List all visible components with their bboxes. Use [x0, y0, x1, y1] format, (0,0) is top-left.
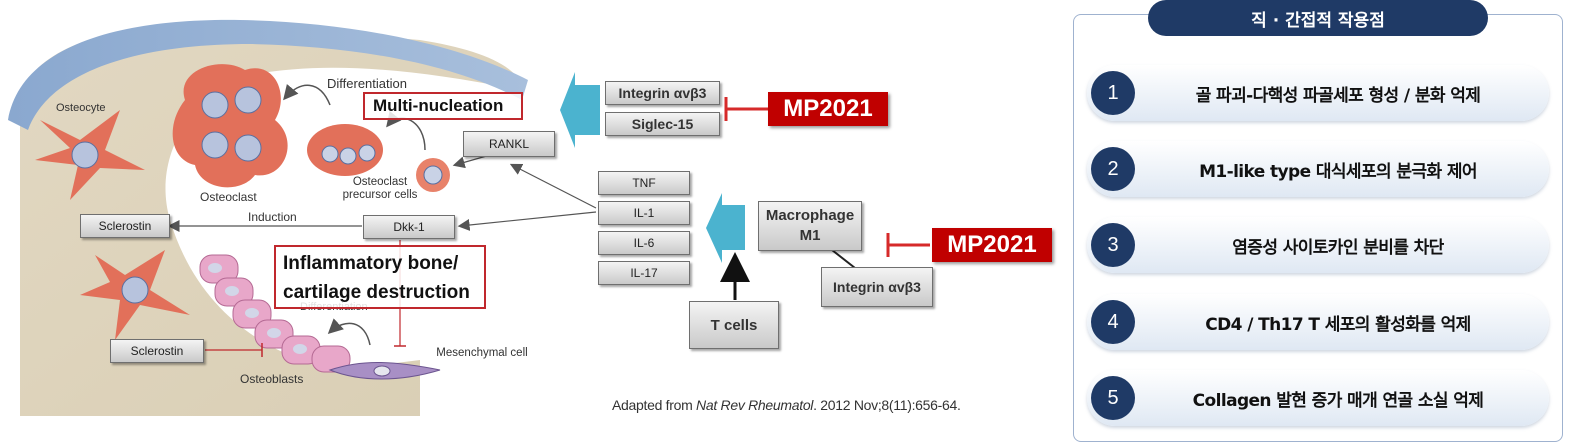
box-sclerostin-top: Sclerostin [80, 214, 170, 238]
label-osteocyte: Osteocyte [56, 102, 106, 114]
cartilage-shape [8, 19, 528, 130]
citation-prefix: Adapted from [612, 397, 697, 413]
item-text-5: Collagen 발현 증가 매개 연골 소실 억제 [1192, 390, 1484, 411]
action-item-1: 1 골 파괴-다핵성 파골세포 형성 / 분화 억제 [1087, 65, 1549, 121]
arrow-precursor [386, 110, 426, 151]
box-sclerostin-bottom: Sclerostin [110, 339, 204, 363]
bone-diagram [8, 19, 930, 417]
box-il17: IL-17 [598, 261, 690, 285]
item-number-3: 3 [1091, 223, 1135, 267]
osteoclast-cell [172, 64, 288, 188]
osteocyte-cell-bottom [80, 250, 190, 340]
box-macrophage-m1: Macrophage M1 [758, 201, 862, 251]
label-differentiation-top: Differentiation [327, 76, 407, 91]
mp2021-badge-bottom: MP2021 [932, 228, 1052, 262]
item-number-5: 5 [1091, 376, 1135, 420]
box-tcells: T cells [689, 301, 779, 349]
box-il1: IL-1 [598, 201, 690, 225]
item-number-2: 2 [1091, 147, 1135, 191]
arrow-diff-top [283, 83, 331, 106]
mp2021-badge-top: MP2021 [768, 92, 888, 126]
callout-inflammatory: Inflammatory bone/ cartilage destruction [274, 245, 486, 309]
teal-arrow-bottom [706, 193, 745, 263]
callout-multi-nucleation: Multi-nucleation [363, 92, 523, 120]
action-item-5: 5 Collagen 발현 증가 매개 연골 소실 억제 [1087, 370, 1549, 426]
osteocyte-cell-top [35, 110, 145, 200]
precursor-single [416, 158, 450, 192]
osteoblast-chain [199, 254, 351, 373]
item-number-1: 1 [1091, 71, 1135, 115]
citation-journal: Nat Rev Rheumatol [696, 397, 814, 413]
mesenchymal-cell [328, 362, 441, 380]
item-text-3: 염증성 사이토카인 분비를 차단 [1232, 237, 1444, 258]
arrow-il-rankl [509, 163, 597, 209]
teal-arrow-top [560, 72, 600, 148]
label-osteoclast: Osteoclast [200, 190, 257, 204]
box-integrin-bottom: Integrin αvβ3 [821, 267, 933, 307]
item-text-1: 골 파괴-다핵성 파골세포 형성 / 분화 억제 [1195, 85, 1481, 106]
box-dkk1: Dkk-1 [363, 215, 455, 239]
citation: Adapted from Nat Rev Rheumatol. 2012 Nov… [612, 397, 961, 413]
panel-title: 직 · 간접적 작용점 [1148, 0, 1488, 36]
box-rankl: RANKL [463, 131, 555, 157]
box-tnf: TNF [598, 171, 690, 195]
label-osteoblasts: Osteoblasts [240, 372, 304, 386]
action-item-3: 3 염증성 사이토카인 분비를 차단 [1087, 217, 1549, 273]
label-induction: Induction [248, 210, 297, 224]
box-siglec15: Siglec-15 [605, 112, 720, 136]
arrow-il-dkk1 [457, 211, 597, 231]
label-precursor: Osteoclast precursor cells [342, 176, 418, 201]
box-integrin-top: Integrin αvβ3 [605, 81, 720, 105]
arrow-diff-bottom [327, 318, 371, 346]
bone-shape [20, 24, 520, 417]
item-text-2: M1-like type 대식세포의 분극화 제어 [1199, 161, 1477, 182]
action-item-2: 2 M1-like type 대식세포의 분극화 제어 [1087, 141, 1549, 197]
item-text-4: CD4 / Th17 T 세포의 활성화를 억제 [1205, 314, 1471, 335]
item-number-4: 4 [1091, 300, 1135, 344]
precursor-multinucleate [307, 124, 383, 176]
macrophage-integrin-link [831, 249, 856, 269]
action-item-4: 4 CD4 / Th17 T 세포의 활성화를 억제 [1087, 294, 1549, 350]
citation-suffix: . 2012 Nov;8(11):656-64. [813, 397, 961, 413]
label-mesenchymal: Mesenchymal cell [436, 347, 528, 359]
box-il6: IL-6 [598, 231, 690, 255]
